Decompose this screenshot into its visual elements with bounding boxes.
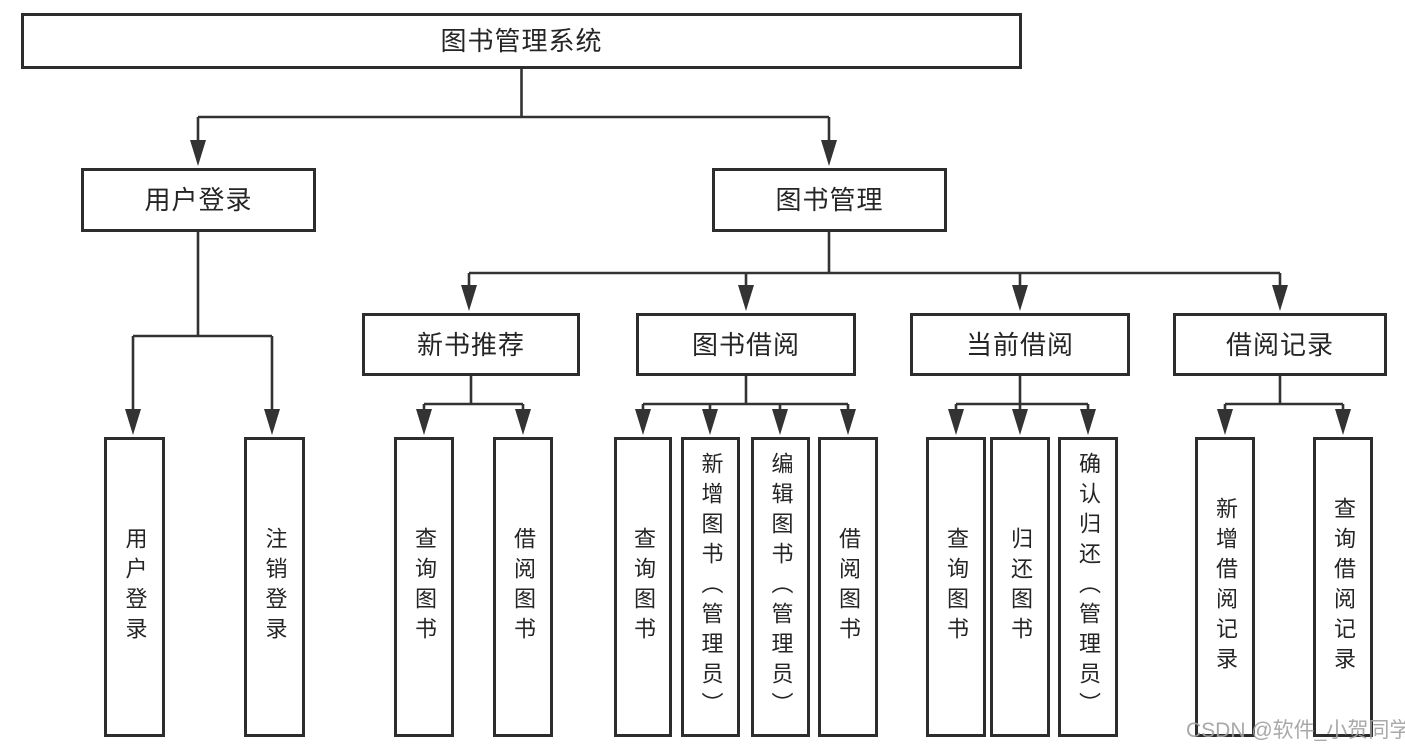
node-book-management: 图书管理 [712,168,947,232]
connector-new-book-recommend-children [416,376,531,435]
node-leaf-logout: 注销登录 [244,437,305,737]
connector-borrow-record-children [1217,376,1351,435]
connector-user-login-children [125,232,280,435]
node-book-borrow: 图书借阅 [636,313,856,376]
node-leaf-user-login: 用户登录 [104,437,165,737]
connector-book-borrow-children [635,376,856,435]
node-root-library-system: 图书管理系统 [21,13,1022,69]
node-leaf-add-borrow-record: 新增借阅记录 [1195,437,1255,737]
node-leaf-add-book-admin: 新增图书（管理员） [681,437,740,737]
node-leaf-query-book-current: 查询图书 [926,437,986,737]
node-user-login: 用户登录 [81,168,316,232]
node-leaf-return-book: 归还图书 [990,437,1050,737]
connector-book-management-children [461,232,1288,311]
node-leaf-edit-book-admin: 编辑图书（管理员） [751,437,810,737]
node-leaf-query-book-recommend: 查询图书 [394,437,454,737]
node-borrow-record: 借阅记录 [1173,313,1387,376]
node-leaf-confirm-return-admin: 确认归还（管理员） [1058,437,1118,737]
node-leaf-query-book-borrow: 查询图书 [614,437,672,737]
connector-root-to-level2 [190,69,837,166]
node-leaf-borrow-book-recommend: 借阅图书 [493,437,553,737]
node-leaf-borrow-book: 借阅图书 [818,437,878,737]
csdn-watermark: CSDN @软件_小贺同学 [1186,719,1405,742]
connector-current-borrow-children [948,376,1096,435]
node-new-book-recommend: 新书推荐 [362,313,580,376]
node-leaf-query-borrow-record: 查询借阅记录 [1313,437,1373,737]
node-current-borrow: 当前借阅 [910,313,1130,376]
